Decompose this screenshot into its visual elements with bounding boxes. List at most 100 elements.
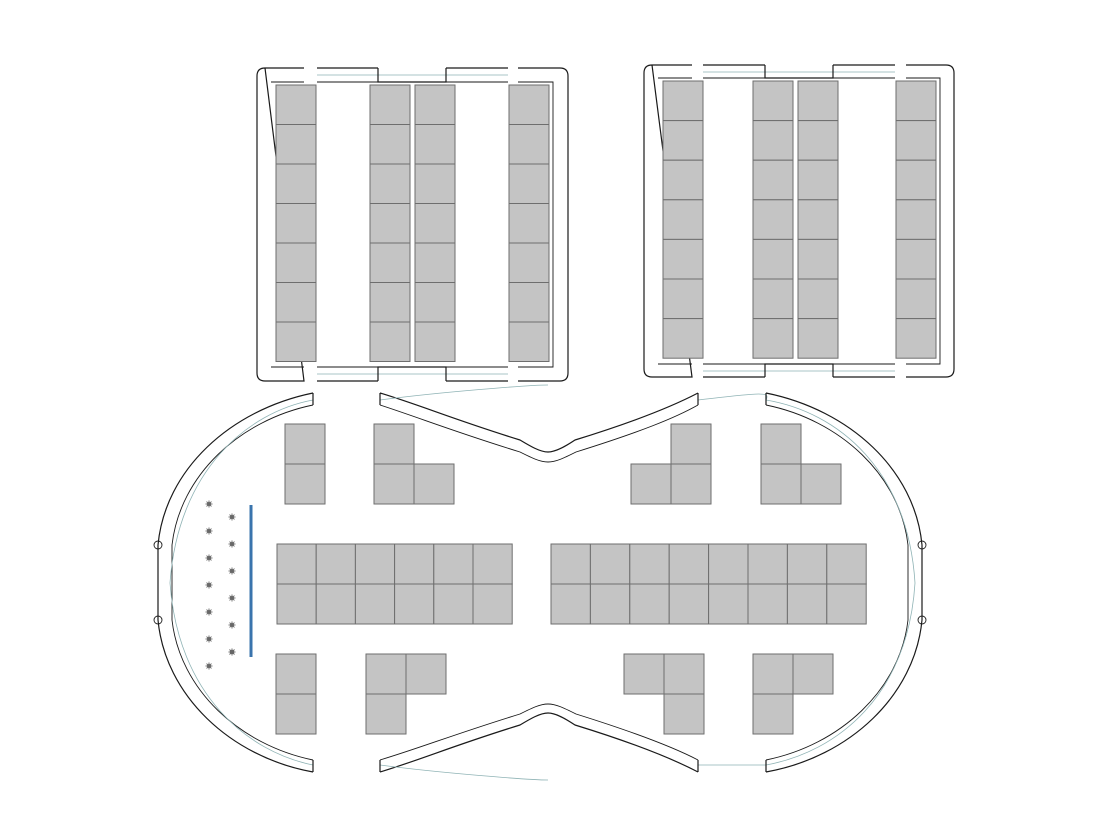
hall-group-tile [623, 653, 665, 695]
left-room-tile [414, 203, 456, 244]
hall-group-tile [663, 693, 705, 735]
hall-group-tile [405, 653, 447, 695]
left-room-tile [275, 124, 317, 165]
center-right-tile [550, 543, 591, 585]
right-room-tile [895, 199, 937, 240]
left-room-walls [256, 67, 569, 382]
right-room-tile [797, 120, 839, 161]
center-right-tile [786, 543, 828, 585]
left-room-tile [369, 203, 411, 244]
right-room-tile [752, 199, 794, 240]
left-room-tile [414, 163, 456, 204]
right-room-tile [752, 80, 794, 122]
hall-group-tile [800, 463, 842, 505]
left-room-tile [508, 321, 550, 362]
right-room-tile [662, 159, 704, 201]
right-room-tile [662, 199, 704, 240]
hall-group-tile [670, 463, 712, 505]
audience-marker [228, 621, 236, 629]
left-room-tile [414, 124, 456, 165]
hall-group-tile [670, 423, 712, 465]
right-room-tile [662, 318, 704, 359]
right-room-tile [752, 120, 794, 161]
left-room-tile [414, 84, 456, 125]
right-room-tile [662, 80, 704, 122]
left-room-tile [369, 124, 411, 165]
left-room-tile [508, 242, 550, 283]
hall-group-tile [630, 463, 672, 505]
right-room-tile [895, 278, 937, 320]
right-room-tile [895, 159, 937, 201]
left-room-tile [414, 242, 456, 283]
audience-marker [205, 662, 213, 670]
left-room-tile [275, 282, 317, 323]
audience-marker [228, 567, 236, 575]
center-right-tile [747, 583, 788, 625]
hall-group-tile [413, 463, 455, 505]
hall-group-tile [284, 423, 326, 465]
right-room-tile [662, 278, 704, 320]
center-left-tile [472, 583, 513, 625]
center-left-tile [433, 543, 474, 585]
center-right-tile [826, 543, 867, 585]
audience-marker [205, 527, 213, 535]
left-room-tile [369, 84, 411, 125]
right-room-tile [797, 159, 839, 201]
left-room-tile [414, 321, 456, 362]
center-right-tile [826, 583, 867, 625]
right-room-tile [895, 238, 937, 280]
left-room-tile [508, 282, 550, 323]
right-room-tile [797, 318, 839, 359]
audience-marker [228, 513, 236, 521]
center-left-tile [276, 543, 317, 585]
center-right-tile [747, 543, 788, 585]
audience-marker [228, 648, 236, 656]
left-room-tile [508, 203, 550, 244]
hall-group-tile [275, 653, 317, 695]
right-room-tile [752, 238, 794, 280]
left-room-tile [275, 163, 317, 204]
center-right-tile [550, 583, 591, 625]
center-right-tile [589, 583, 631, 625]
audience-marker [228, 594, 236, 602]
left-room-tile [369, 242, 411, 283]
center-left-tile [394, 543, 435, 585]
audience-marker [228, 540, 236, 548]
hall-group-tile [373, 423, 415, 465]
center-left-tile [354, 583, 396, 625]
left-room-tile [275, 84, 317, 125]
right-room-tile [797, 238, 839, 280]
right-room-tile [797, 278, 839, 320]
right-room-tile [662, 120, 704, 161]
center-left-tile [315, 543, 356, 585]
center-right-tile [708, 543, 749, 585]
left-room-tile [275, 203, 317, 244]
center-right-tile [629, 543, 670, 585]
audience-marker [205, 500, 213, 508]
hall-group-tile [365, 693, 407, 735]
right-room-tile [797, 199, 839, 240]
hall-group-tile [284, 463, 326, 505]
audience-marker [205, 554, 213, 562]
hall-group-tile [760, 463, 802, 505]
left-room-tile [414, 282, 456, 323]
audience-markers [205, 500, 236, 670]
right-room-tile [752, 318, 794, 359]
left-room-tile [369, 282, 411, 323]
center-right-tile [629, 583, 670, 625]
hall-group-tile [752, 693, 794, 735]
hall-group-tile [373, 463, 415, 505]
right-room-tile [895, 318, 937, 359]
center-left-tile [433, 583, 474, 625]
left-room-tile [508, 84, 550, 125]
hall-group-tile [663, 653, 705, 695]
center-right-tile [668, 583, 710, 625]
hall-group-tile [792, 653, 834, 695]
center-right-tile [668, 543, 710, 585]
right-room-tile [895, 80, 937, 122]
left-room-tile [508, 124, 550, 165]
center-left-tile [354, 543, 396, 585]
hall-group-tile [365, 653, 407, 695]
center-left-tile [315, 583, 356, 625]
left-room-tile [275, 242, 317, 283]
